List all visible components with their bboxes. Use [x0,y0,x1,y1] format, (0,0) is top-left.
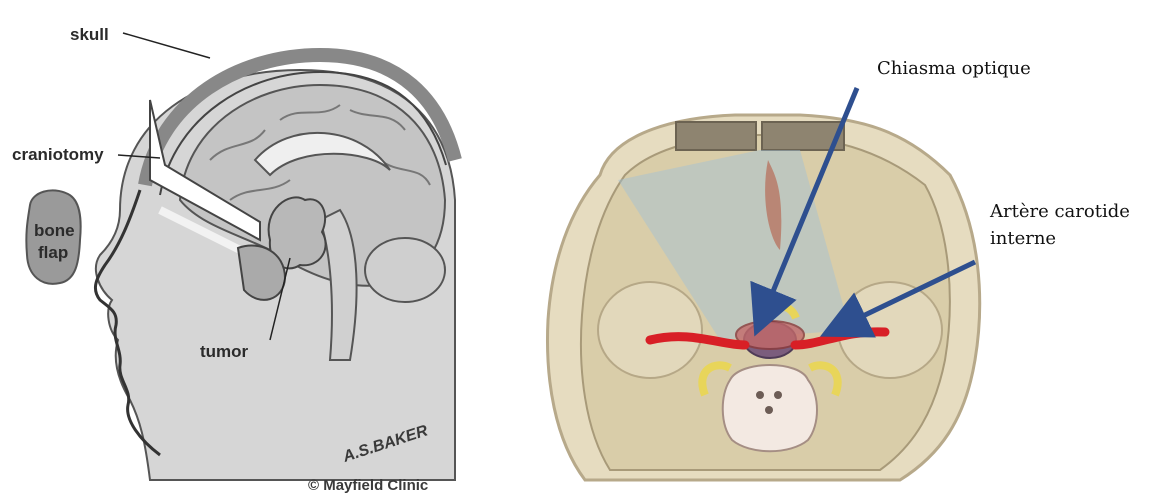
copyright-credit: © Mayfield Clinic [308,477,428,494]
foramen [756,391,764,399]
label-chiasma-optique: Chiasma optique [877,58,1031,79]
label-craniotomy: craniotomy [12,145,104,164]
label-carotid-line1: Artère carotide [989,201,1130,222]
label-tumor: tumor [200,342,249,361]
skull-leader [123,33,210,58]
skull-base-illustration: Chiasma optique Artère carotide interne [547,58,1129,480]
frontal-sinus-left [676,122,756,150]
middle-fossa-left [598,282,702,378]
label-bone-flap-line1: bone [34,221,75,240]
foramen [765,406,773,414]
label-carotid-line2: interne [990,228,1056,249]
label-bone-flap-line2: flap [38,243,68,262]
sagittal-head-illustration: skull craniotomy bone flap tumor A.S.BAK… [12,25,455,494]
foramen [774,391,782,399]
cerebellum [365,238,445,302]
label-skull: skull [70,25,109,44]
